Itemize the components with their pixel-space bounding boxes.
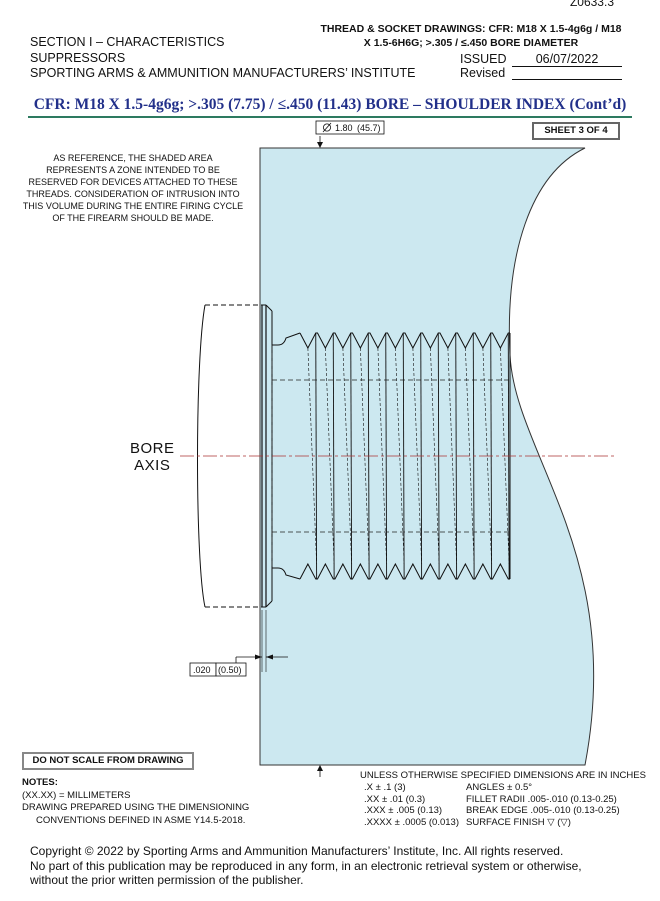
gap-dimension: .020 (0.50) [189,610,288,677]
title-divider [28,116,632,118]
thread-root-line [360,347,370,565]
tolerance-cell: .XX ± .01 (0.3) [364,793,426,805]
institute-name: SPORTING ARMS & AMMUNITION MANUFACTURERS… [30,66,416,80]
thread-root-line [377,347,387,565]
page-title: CFR: M18 X 1.5-4g6g; >.305 (7.75) / ≤.45… [33,96,627,113]
section-heading: SECTION I – CHARACTERISTICS [30,35,225,49]
thread-root-line [482,347,492,565]
copyright-line: Copyright © 2022 by Sporting Arms and Am… [30,844,564,858]
bore-axis-label-line: BORE [130,440,175,457]
drawing-title-block: THREAD & SOCKET DRAWINGS: CFR: M18 X 1.5… [318,22,624,50]
tolerance-header: UNLESS OTHERWISE SPECIFIED DIMENSIONS AR… [360,770,646,781]
bore-axis-label-line: AXIS [134,457,171,474]
note-line: DRAWING PREPARED USING THE DIMENSIONING [22,802,250,813]
tolerance-cell: ANGLES ± 0.5° [466,782,533,793]
drawing-title-line: X 1.5-6H6G; >.305 / ≤.450 BORE DIAMETER [363,37,579,49]
bore-axis-label: BORE AXIS [130,440,175,474]
thread-helix-line [402,332,405,580]
tolerance-cell: .XXXX ± .0005 (0.013) [364,816,459,828]
tolerance-table: .X ± .1 (3) ANGLES ± 0.5° .XX ± .01 (0.3)… [364,782,620,828]
tolerance-cell: SURFACE FINISH ▽ (▽) [466,816,571,828]
tolerance-cell: FILLET RADII .005-.010 (0.13-0.25) [466,793,617,805]
thread-helix-line [385,332,388,580]
tolerance-cell: .XXX ± .005 (0.13) [364,805,443,816]
gap-value-mm: (0.50) [218,665,242,675]
tolerance-row: .XX ± .01 (0.3) FILLET RADII .005-.010 (0… [364,794,620,806]
diameter-value: 1.80 [335,123,353,133]
issued-date: 06/07/2022 [512,52,622,67]
thread-root-line [465,347,475,565]
thread-root-line [412,347,422,565]
issued-label: ISSUED [460,52,507,66]
tolerance-cell: BREAK EDGE .005-.010 (0.13-0.25) [466,805,620,816]
thread-root-line [307,347,317,565]
sheet-number-box: SHEET 3 OF 4 [532,122,620,140]
thread-root-line [447,347,457,565]
thread-helix-line [315,332,318,580]
revised-value-line [512,79,622,80]
copyright-line: No part of this publication may be repro… [30,858,582,873]
thread-root-line [342,347,352,565]
thread-top-profile [299,332,510,350]
thread-bottom-profile [299,562,510,580]
diameter-value-mm: (45.7) [357,123,381,133]
tolerance-row: .XXX ± .005 (0.13) BREAK EDGE .005-.010 (… [364,805,620,817]
thread-root-line [500,347,510,565]
hidden-lines [271,345,510,568]
gap-value: .020 [193,665,211,675]
copyright-notice: Copyright © 2022 by Sporting Arms and Am… [30,844,582,888]
drawing-title-line: THREAD & SOCKET DRAWINGS: CFR: M18 X 1.5… [320,23,622,35]
document-number: Z0633.3 [569,0,614,9]
tolerance-cell: .X ± .1 (3) [364,782,406,793]
copyright-line: without the prior written permission of … [30,873,304,887]
thread-root-line [395,347,405,565]
tolerance-row: .XXXX ± .0005 (0.013) SURFACE FINISH ▽ (▽… [364,817,620,829]
note-line: CONVENTIONS DEFINED IN ASME Y14.5-2018. [36,814,246,826]
reserved-zone [259,147,595,766]
thread-helix-line [332,332,335,580]
thread-root-line [430,347,440,565]
header-left-block: SECTION I – CHARACTERISTICS SUPPRESSORS … [30,35,415,82]
diameter-dimension: 1.80 (45.7) [315,120,385,777]
do-not-scale-box: DO NOT SCALE FROM DRAWING [22,752,194,770]
reference-note: AS REFERENCE, THE SHADED AREA REPRESENTS… [22,153,244,223]
notes-heading: NOTES: [22,777,58,788]
revised-label: Revised [460,66,506,80]
category-heading: SUPPRESSORS [30,50,126,65]
thread-root-line [325,347,335,565]
notes-block: NOTES: (XX.XX) = MILLIMETERS DRAWING PRE… [22,777,249,827]
tolerance-row: .X ± .1 (3) ANGLES ± 0.5° [364,782,620,794]
note-line: (XX.XX) = MILLIMETERS [22,789,131,801]
